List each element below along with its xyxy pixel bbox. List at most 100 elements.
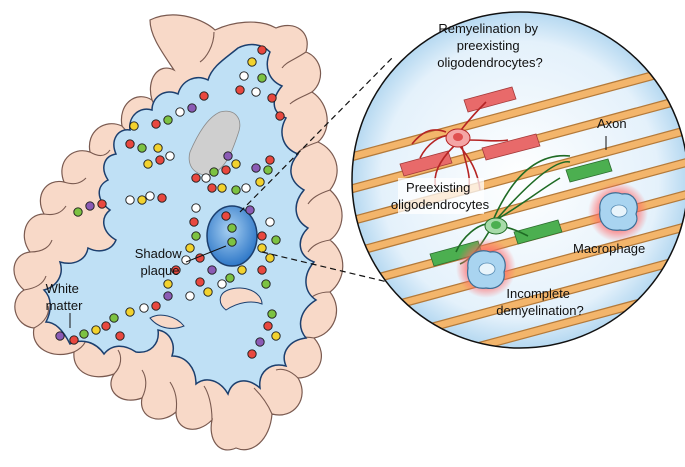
cell-dot xyxy=(203,287,213,297)
cell-dot xyxy=(267,309,277,319)
ventricle-small xyxy=(219,287,263,311)
cell-dot xyxy=(217,279,227,289)
cell-dot xyxy=(85,201,95,211)
preexisting-label-bg xyxy=(398,178,484,214)
cell-dot xyxy=(225,273,235,283)
white-matter-label: White matter xyxy=(46,281,84,313)
cell-dot xyxy=(185,291,195,301)
cell-dot xyxy=(195,277,205,287)
cell-dot xyxy=(217,183,227,193)
cell-dot xyxy=(73,207,83,217)
red-nucleus xyxy=(453,133,463,141)
cell-dot xyxy=(201,173,211,183)
cell-dot xyxy=(223,151,233,161)
white-matter-region xyxy=(42,43,318,396)
cell-dot xyxy=(265,253,275,263)
cell-dot xyxy=(191,173,201,183)
cell-dots xyxy=(55,45,285,359)
cell-dot xyxy=(163,291,173,301)
cell-dot xyxy=(69,335,79,345)
cell-dot xyxy=(209,167,219,177)
cell-dot xyxy=(257,45,267,55)
macrophage-right-nucleus xyxy=(610,204,628,218)
axon xyxy=(352,59,685,164)
cell-dot xyxy=(125,139,135,149)
cell-dot xyxy=(241,183,251,193)
shadow-plaque-pointer xyxy=(185,245,227,263)
cell-dot xyxy=(109,313,119,323)
zoom-line-top xyxy=(239,57,393,213)
cell-dot xyxy=(257,231,267,241)
cell-dot xyxy=(155,155,165,165)
cell-dot xyxy=(137,195,147,205)
cell-dot xyxy=(251,163,261,173)
cell-dot xyxy=(101,321,111,331)
cell-dot xyxy=(265,155,275,165)
cell-dot xyxy=(191,231,201,241)
cell-dot xyxy=(245,205,255,215)
cell-dot xyxy=(263,321,273,331)
axon xyxy=(352,155,685,260)
cell-dot xyxy=(257,243,267,253)
macrophage-label: Macrophage xyxy=(573,241,645,256)
cell-dot xyxy=(247,57,257,67)
cell-dot xyxy=(151,119,161,129)
cell-dot xyxy=(199,91,209,101)
cell-dot xyxy=(275,111,285,121)
shadow-plaque-label: Shadow plaque xyxy=(135,246,186,278)
cell-dot xyxy=(79,329,89,339)
cell-dot xyxy=(207,265,217,275)
cell-dot xyxy=(265,217,275,227)
cell-dot xyxy=(151,301,161,311)
cell-dot xyxy=(143,159,153,169)
cell-dot xyxy=(125,307,135,317)
cell-dot xyxy=(157,193,167,203)
cell-dot xyxy=(145,191,155,201)
cell-dot xyxy=(251,87,261,97)
cell-dot xyxy=(97,199,107,209)
cell-dot xyxy=(267,93,277,103)
cell-dot xyxy=(171,265,181,275)
remyelination-label: Remyelination by preexisting oligodendro… xyxy=(437,21,543,70)
cell-dot xyxy=(271,331,281,341)
axon xyxy=(352,347,685,348)
cell-dot xyxy=(163,279,173,289)
cell-dot xyxy=(235,85,245,95)
cell-dot xyxy=(231,185,241,195)
cell-dot xyxy=(191,203,201,213)
axon-label: Axon xyxy=(597,116,627,131)
magnified-border xyxy=(351,11,685,349)
cell-dot xyxy=(91,325,101,335)
cell-dot xyxy=(175,107,185,117)
cell-dot xyxy=(207,183,217,193)
cell-dot xyxy=(221,211,231,221)
cell-dot xyxy=(263,165,273,175)
incomplete-demyelination-label: Incomplete demyelination? xyxy=(496,286,583,318)
preexisting-label: Preexisting oligodendrocytes xyxy=(391,180,490,212)
cell-dot xyxy=(187,103,197,113)
cell-dot xyxy=(153,143,163,153)
cell-dot xyxy=(221,165,231,175)
cell-dot xyxy=(231,159,241,169)
cell-dot xyxy=(129,121,139,131)
cell-dot xyxy=(255,337,265,347)
axon-outline xyxy=(352,346,685,348)
cell-dot xyxy=(125,195,135,205)
cell-dot xyxy=(271,235,281,245)
cell-dot xyxy=(139,303,149,313)
cell-dot xyxy=(257,73,267,83)
cell-dot xyxy=(247,349,257,359)
cell-dot xyxy=(227,223,237,233)
cell-dot xyxy=(165,151,175,161)
cell-dot xyxy=(239,71,249,81)
cell-dot xyxy=(227,237,237,247)
cell-dot xyxy=(189,217,199,227)
macrophage-left-nucleus xyxy=(478,262,496,276)
cell-dot xyxy=(163,115,173,125)
cell-dot xyxy=(237,265,247,275)
red-myelin xyxy=(399,86,541,177)
shadow-plaque xyxy=(206,205,258,267)
cell-dot xyxy=(185,243,195,253)
